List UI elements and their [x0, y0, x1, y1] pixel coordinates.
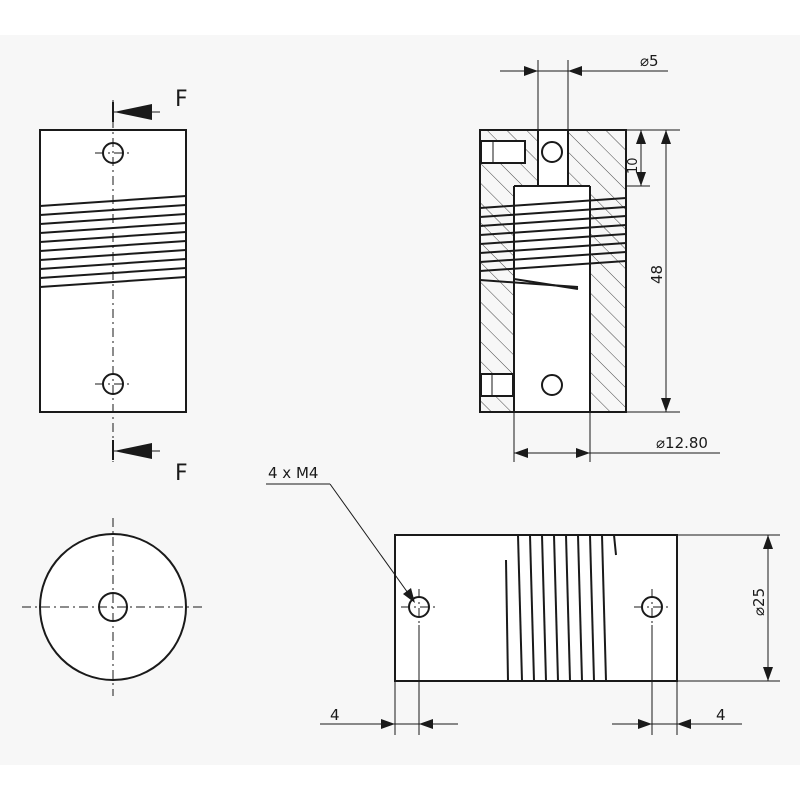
side-view-body [394, 534, 678, 682]
dim-bore-large: ⌀12.80 [513, 412, 720, 462]
section-hole-bottom [541, 374, 563, 396]
dim-offset-right-text: 4 [716, 706, 726, 724]
section-marker-top: F [112, 87, 188, 122]
dim-depth-text: 10 [626, 157, 641, 174]
dim-bore-small-text: ⌀5 [640, 52, 659, 70]
set-screw-bottom [480, 373, 514, 397]
side-view-slots [505, 534, 617, 682]
dim-offset-left-text: 4 [330, 706, 340, 724]
section-hole-top [541, 141, 563, 163]
section-view-slots [479, 197, 627, 290]
dim-bore-large-text: ⌀12.80 [656, 434, 708, 452]
dim-offset-left: 4 [320, 625, 458, 735]
side-view: 4 x M4 ⌀25 4 4 [266, 464, 780, 735]
dim-offset-right: 4 [612, 625, 742, 735]
end-view [22, 518, 204, 696]
front-view: F F [39, 87, 188, 486]
screw-callout-text: 4 x M4 [268, 464, 318, 482]
set-screw-top [480, 140, 526, 164]
screw-callout: 4 x M4 [266, 464, 415, 603]
section-hatch [480, 130, 626, 412]
section-view: ⌀5 10 48 ⌀12.80 [479, 52, 720, 462]
section-label-bottom: F [175, 461, 188, 486]
section-label-top: F [175, 87, 188, 112]
dim-depth: 10 [626, 129, 680, 187]
section-marker-bottom: F [112, 440, 188, 486]
dim-outer-diameter-text: ⌀25 [750, 588, 768, 616]
dim-length-text: 48 [648, 265, 666, 284]
dim-length: 48 [626, 130, 680, 413]
dim-bore-small: ⌀5 [500, 52, 668, 130]
dim-outer-diameter: ⌀25 [677, 534, 780, 682]
